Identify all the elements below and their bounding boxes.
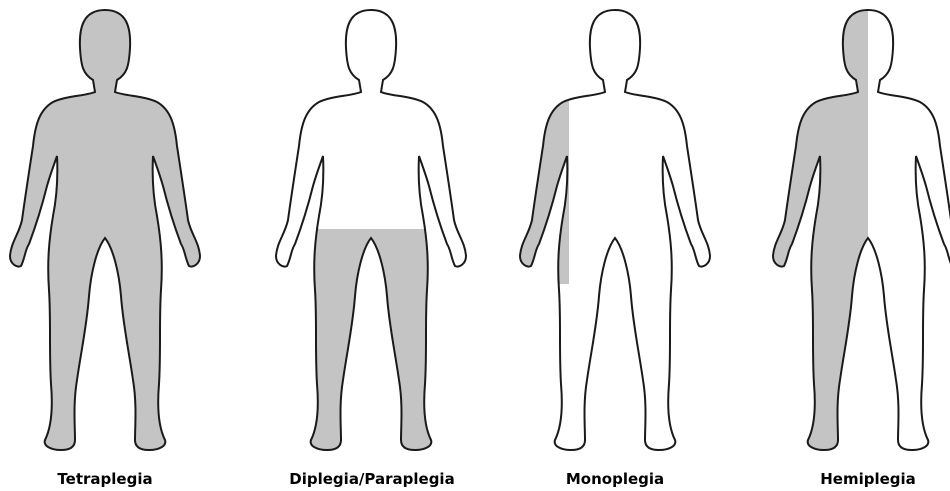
tetraplegia-body-fill [10,10,200,450]
diplegia-label: Diplegia/Paraplegia [289,470,454,488]
hemiplegia-figure [768,0,950,470]
monoplegia-label: Monoplegia [566,470,664,488]
monoplegia-affected-region [515,84,569,284]
hemiplegia-label: Hemiplegia [820,470,916,488]
tetraplegia-figure [10,10,200,450]
monoplegia-body-fill [520,10,710,450]
diplegia-figure [276,10,466,469]
monoplegia-figure [515,10,710,450]
tetraplegia-label: Tetraplegia [57,470,152,488]
hemiplegia-affected-region [768,0,868,470]
diplegia-affected-region [311,229,431,469]
